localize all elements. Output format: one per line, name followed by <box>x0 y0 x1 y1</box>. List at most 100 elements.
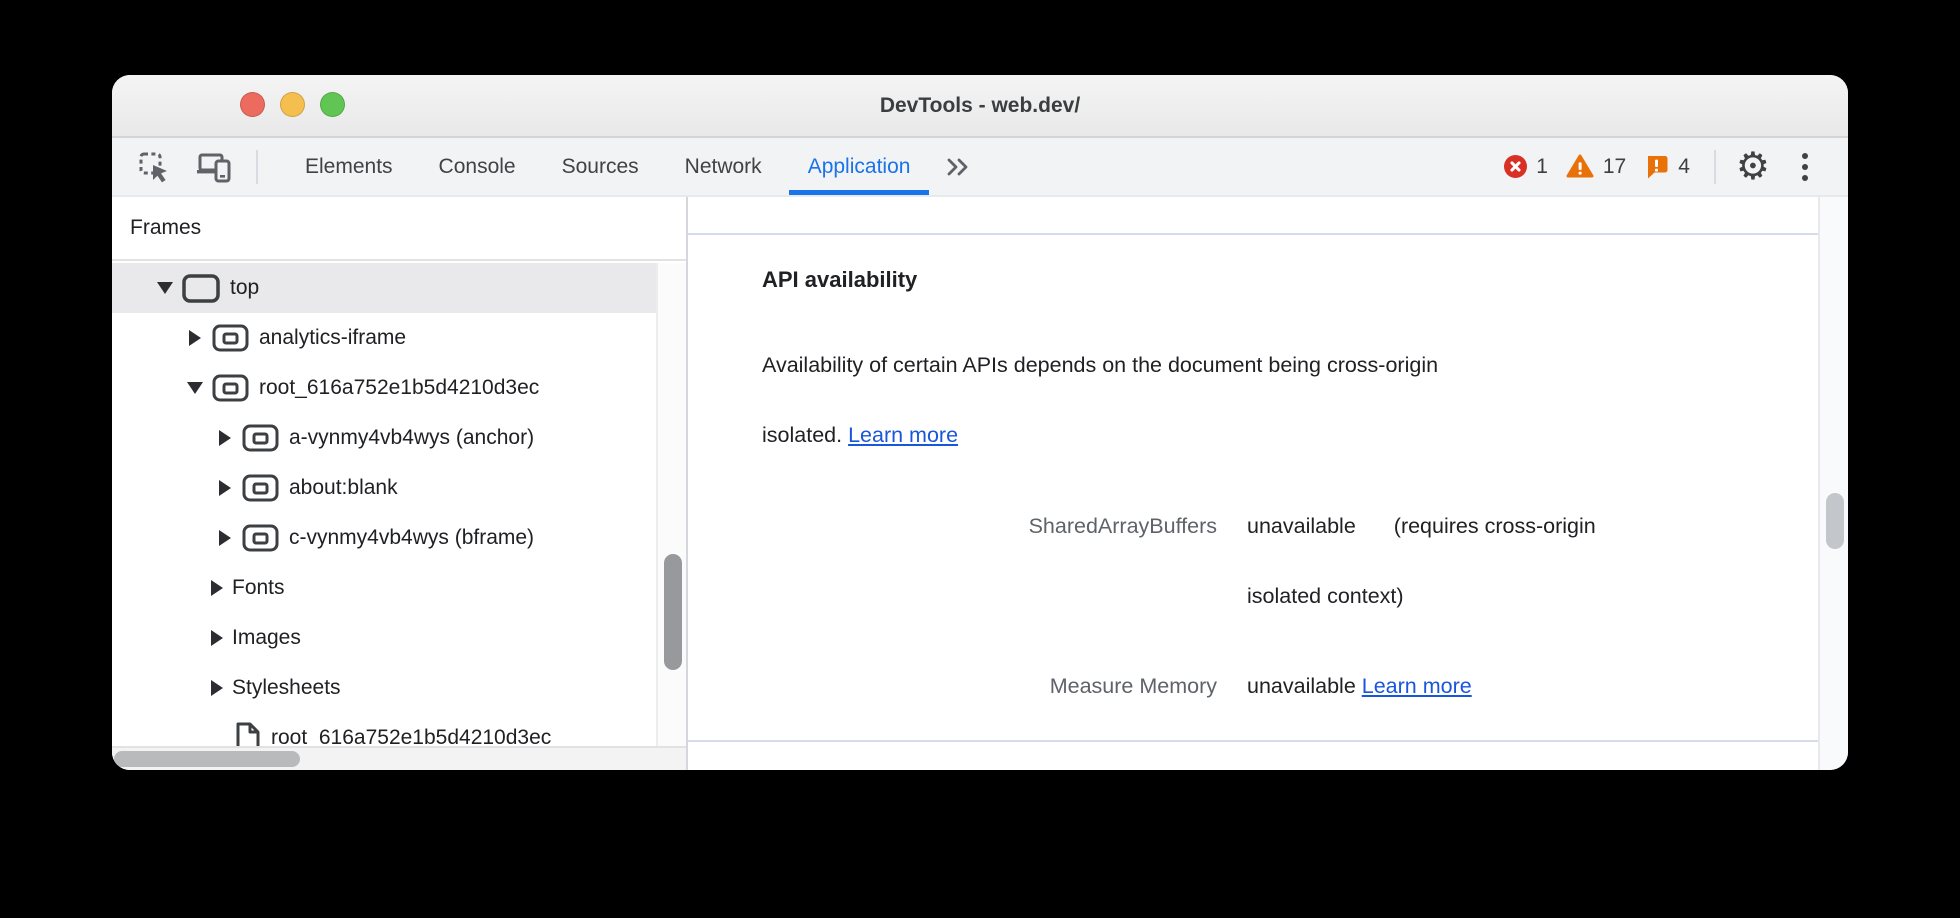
chevron-down-icon[interactable] <box>184 382 206 394</box>
iframe-icon <box>242 424 279 452</box>
frame-icon <box>182 273 220 303</box>
minimize-window-button[interactable] <box>280 92 305 117</box>
tree-item-label: Fonts <box>232 576 285 599</box>
tab-sources-label: Sources <box>561 154 639 178</box>
tree-item-label: Images <box>232 626 301 649</box>
api-availability-table: SharedArrayBuffers unavailable(requires … <box>762 491 1720 721</box>
frames-section-header[interactable]: Frames <box>112 197 686 261</box>
iframe-icon <box>242 524 279 552</box>
close-window-button[interactable] <box>240 92 265 117</box>
frames-tree: top analytics-iframe root_616a752e1b5d42… <box>112 263 686 746</box>
warnings-badge[interactable]: 17 <box>1566 154 1626 179</box>
more-tabs-icon[interactable] <box>943 153 973 181</box>
tree-item-label: Stylesheets <box>232 676 341 699</box>
tab-elements-label: Elements <box>305 154 393 178</box>
customize-menu-icon[interactable] <box>1802 152 1808 181</box>
toolbar-divider <box>1713 149 1716 184</box>
chevron-right-icon[interactable] <box>206 680 228 696</box>
chevron-right-icon[interactable] <box>206 630 228 646</box>
panel-tabs: Elements Console Sources Network Applica… <box>282 138 933 195</box>
learn-more-link[interactable]: Learn more <box>848 423 959 447</box>
warnings-count: 17 <box>1602 154 1627 178</box>
issues-badge[interactable]: 4 <box>1644 154 1690 179</box>
inspect-element-icon[interactable] <box>138 151 170 183</box>
api-row-value: unavailable(requires cross-origin isolat… <box>1247 491 1720 631</box>
api-availability-heading: API availability <box>762 267 918 292</box>
tab-console-label: Console <box>438 154 516 178</box>
tree-item-label: analytics-iframe <box>259 326 407 349</box>
iframe-icon <box>212 324 249 352</box>
tree-item-bframe[interactable]: c-vynmy4vb4wys (bframe) <box>112 513 686 563</box>
learn-more-link[interactable]: Learn more <box>1361 674 1472 698</box>
tree-item-root-frame[interactable]: root_616a752e1b5d4210d3ec <box>112 363 686 413</box>
tree-item-label: top <box>230 276 260 299</box>
errors-badge[interactable]: 1 <box>1504 155 1548 179</box>
settings-gear-icon[interactable]: ⚙ <box>1735 145 1770 188</box>
api-note-line1: (requires cross-origin <box>1393 514 1596 538</box>
toggle-device-toolbar-icon[interactable] <box>196 150 234 184</box>
tree-item-anchor-frame[interactable]: a-vynmy4vb4wys (anchor) <box>112 413 686 463</box>
iframe-icon <box>242 474 279 502</box>
tree-item-label: root_616a752e1b5d4210d3ec <box>271 726 552 746</box>
devtools-window: DevTools - web.dev/ Elements <box>112 75 1848 770</box>
tab-network-label: Network <box>684 154 762 178</box>
tab-application[interactable]: Application <box>785 138 934 195</box>
api-note-line2: isolated context) <box>1247 584 1404 608</box>
errors-count: 1 <box>1536 154 1548 178</box>
content-scrollbar-thumb[interactable] <box>1826 493 1844 549</box>
section-divider <box>688 740 1818 742</box>
tree-item-label: about:blank <box>289 476 398 499</box>
api-row-label: SharedArrayBuffers <box>1028 514 1217 538</box>
content-scrollbar-track[interactable] <box>1818 197 1848 770</box>
chevron-down-icon[interactable] <box>154 282 176 294</box>
api-row-label: Measure Memory <box>1049 674 1217 698</box>
tab-application-label: Application <box>807 154 911 178</box>
chevron-right-icon[interactable] <box>214 430 236 446</box>
api-status: unavailable <box>1247 674 1356 698</box>
tree-item-about-blank[interactable]: about:blank <box>112 463 686 513</box>
zoom-window-button[interactable] <box>320 92 345 117</box>
sidebar-scrollbar-thumb[interactable] <box>664 554 682 670</box>
tab-console[interactable]: Console <box>416 138 539 195</box>
description-line1: Availability of certain APIs depends on … <box>762 353 1439 377</box>
description-line2: isolated. <box>762 423 843 447</box>
chevron-right-icon[interactable] <box>206 580 228 596</box>
error-icon <box>1504 155 1528 178</box>
sidebar-horizontal-scrollbar-track[interactable] <box>112 746 686 770</box>
warning-icon <box>1566 154 1594 179</box>
active-tab-underline <box>788 190 930 195</box>
iframe-icon <box>212 374 249 402</box>
chevron-right-icon[interactable] <box>214 480 236 496</box>
tab-elements[interactable]: Elements <box>282 138 416 195</box>
chevron-right-icon[interactable] <box>184 330 206 346</box>
tree-item-analytics-iframe[interactable]: analytics-iframe <box>112 313 686 363</box>
tree-item-root-document[interactable]: root_616a752e1b5d4210d3ec <box>112 713 686 746</box>
issues-count: 4 <box>1678 154 1690 178</box>
status-badges: 1 17 <box>1496 154 1690 179</box>
tree-item-fonts[interactable]: Fonts <box>112 563 686 613</box>
tree-item-label: a-vynmy4vb4wys (anchor) <box>289 426 535 449</box>
frames-sidebar: Frames top analytics-iframe <box>112 197 686 770</box>
tree-item-images[interactable]: Images <box>112 613 686 663</box>
tree-item-stylesheets[interactable]: Stylesheets <box>112 663 686 713</box>
tab-sources[interactable]: Sources <box>539 138 662 195</box>
toolbar-divider <box>256 149 258 184</box>
devtools-toolbar: Elements Console Sources Network Applica… <box>112 138 1848 197</box>
tree-item-label: root_616a752e1b5d4210d3ec <box>259 376 540 399</box>
chevron-right-icon[interactable] <box>214 530 236 546</box>
tree-item-label: c-vynmy4vb4wys (bframe) <box>289 526 535 549</box>
tree-item-top[interactable]: top <box>112 263 686 313</box>
api-row-value: unavailable Learn more <box>1247 651 1720 721</box>
sidebar-content-divider[interactable] <box>686 197 688 770</box>
issues-icon <box>1644 154 1669 179</box>
document-icon <box>234 722 261 746</box>
titlebar: DevTools - web.dev/ <box>112 75 1848 138</box>
api-availability-description: Availability of certain APIs depends on … <box>762 330 1742 470</box>
section-divider <box>688 233 1818 235</box>
sidebar-scrollbar-track[interactable] <box>656 263 686 746</box>
application-panel-content: API availability Availability of certain… <box>688 197 1818 770</box>
tab-network[interactable]: Network <box>662 138 785 195</box>
sidebar-horizontal-scrollbar-thumb[interactable] <box>114 751 300 767</box>
window-title: DevTools - web.dev/ <box>879 94 1081 117</box>
